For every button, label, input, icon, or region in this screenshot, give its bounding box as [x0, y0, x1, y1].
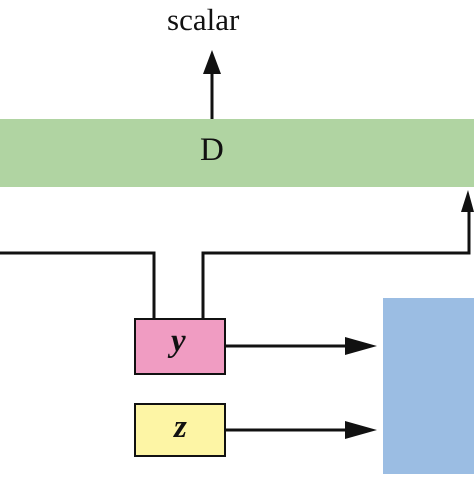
discriminator-label: D: [200, 132, 224, 168]
discriminator-input-arrowhead: [461, 190, 474, 212]
scalar-arrowhead: [203, 50, 221, 74]
y-to-left-connector: [0, 251, 156, 320]
y-generator-arrowhead: [345, 337, 377, 355]
discriminator-block: [0, 119, 474, 187]
z-generator-arrowhead: [345, 421, 377, 439]
y-input-label: y: [171, 323, 186, 359]
y-to-discriminator-connector: [201, 205, 471, 320]
z-input-label: z: [174, 409, 187, 445]
scalar-output-label: scalar: [167, 2, 240, 37]
generator-block: [383, 298, 474, 478]
